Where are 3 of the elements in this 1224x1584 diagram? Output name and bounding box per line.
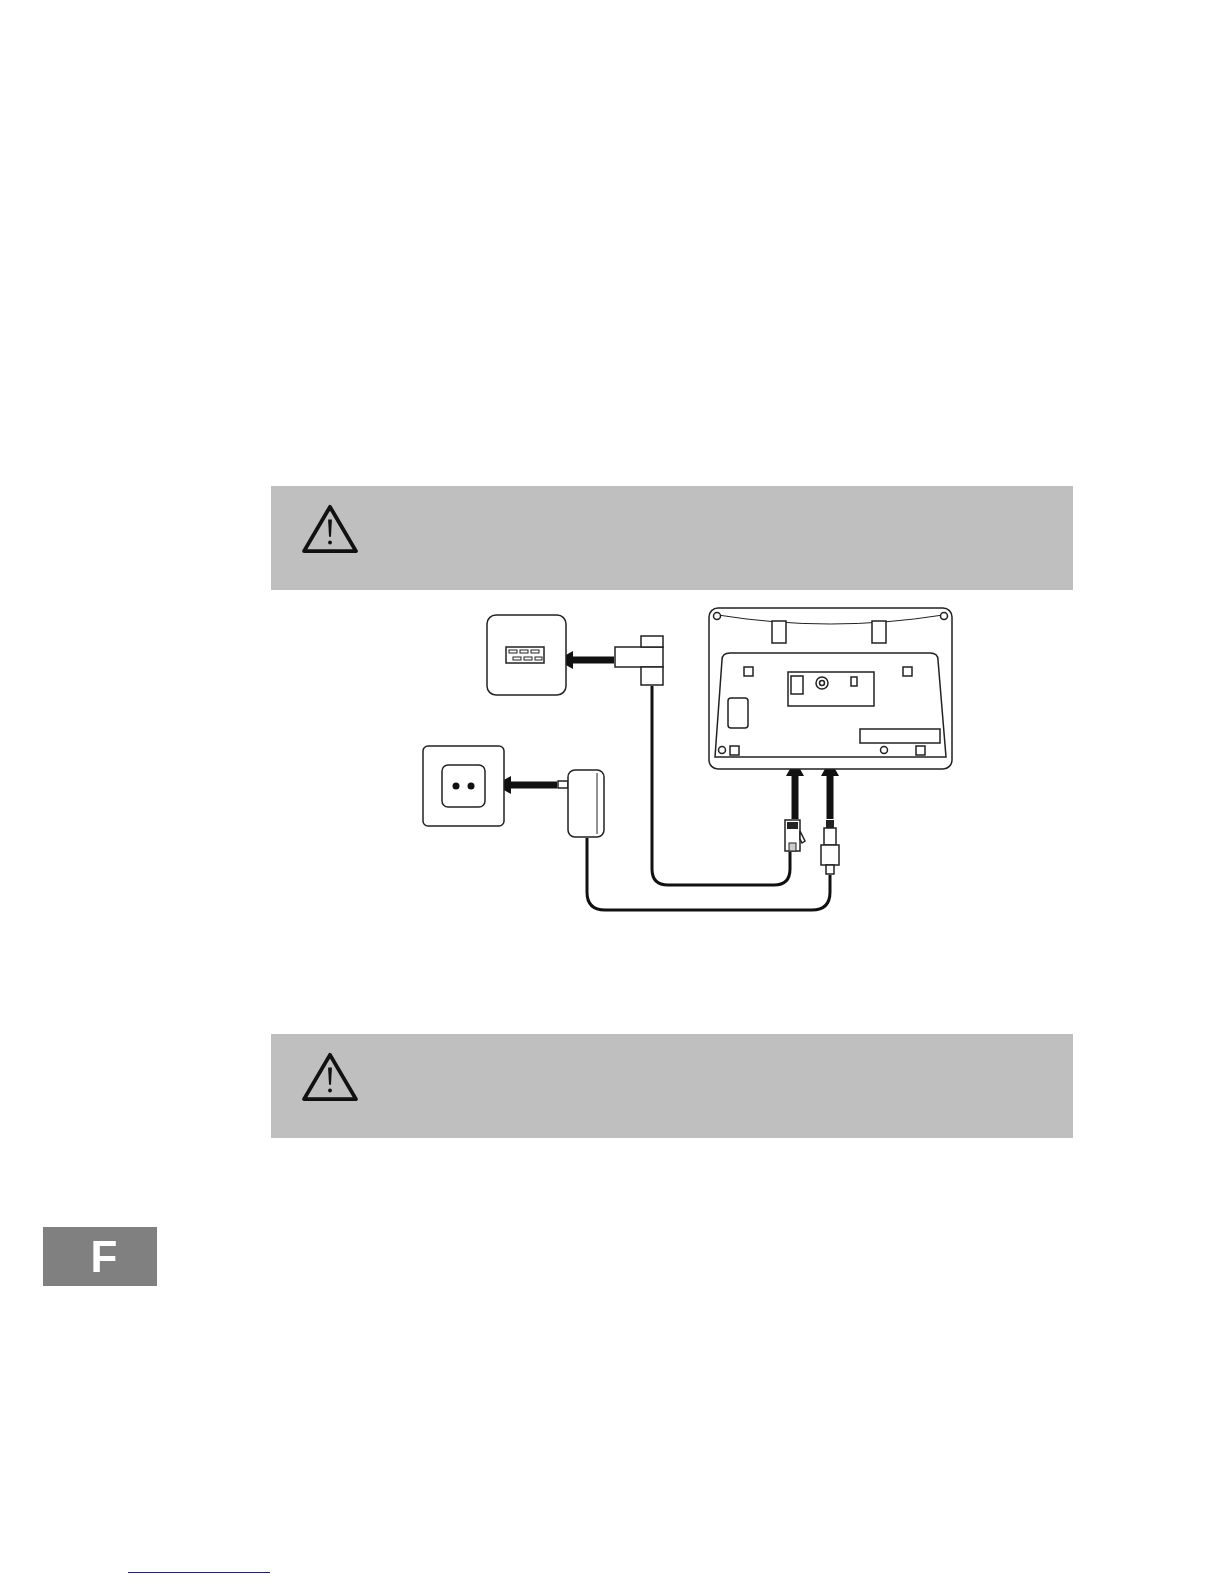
cable — [585, 838, 832, 912]
cable — [650, 686, 792, 887]
section-tab: F — [43, 1227, 157, 1286]
